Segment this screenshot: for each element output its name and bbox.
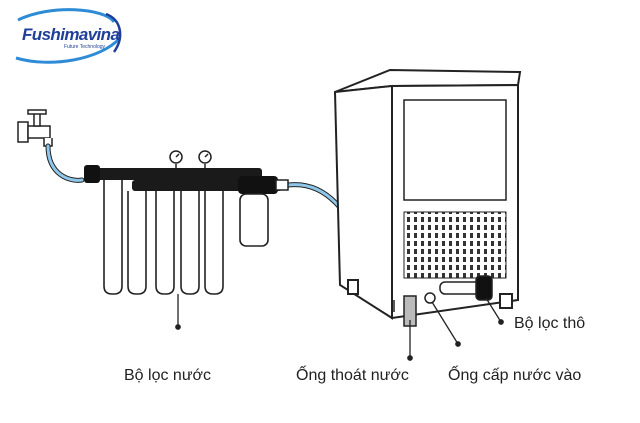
water-tap-icon <box>17 109 53 147</box>
logo-tagline: Future Technology <box>64 44 106 50</box>
filter-system-label: Bộ lọc nước <box>124 367 212 384</box>
pressure-gauge-icon <box>169 150 183 168</box>
leader-lines <box>175 294 504 361</box>
rear-connectors <box>403 275 493 327</box>
logo-swoosh-icon <box>15 8 122 64</box>
pressure-gauge-icon <box>198 150 212 168</box>
drain-pipe-label: Ống thoát nước <box>296 367 409 384</box>
logo-brand-text: Fushimavina <box>22 25 120 44</box>
coarse-filter-label: Bộ lọc thô <box>514 315 586 332</box>
filter-cartridges <box>103 180 269 295</box>
ice-machine <box>333 68 522 320</box>
inlet-pipe-label: Ống cấp nước vào <box>448 367 582 384</box>
filter-manifold <box>84 165 289 194</box>
brand-logo: Fushimavina Future Technology <box>10 8 130 70</box>
